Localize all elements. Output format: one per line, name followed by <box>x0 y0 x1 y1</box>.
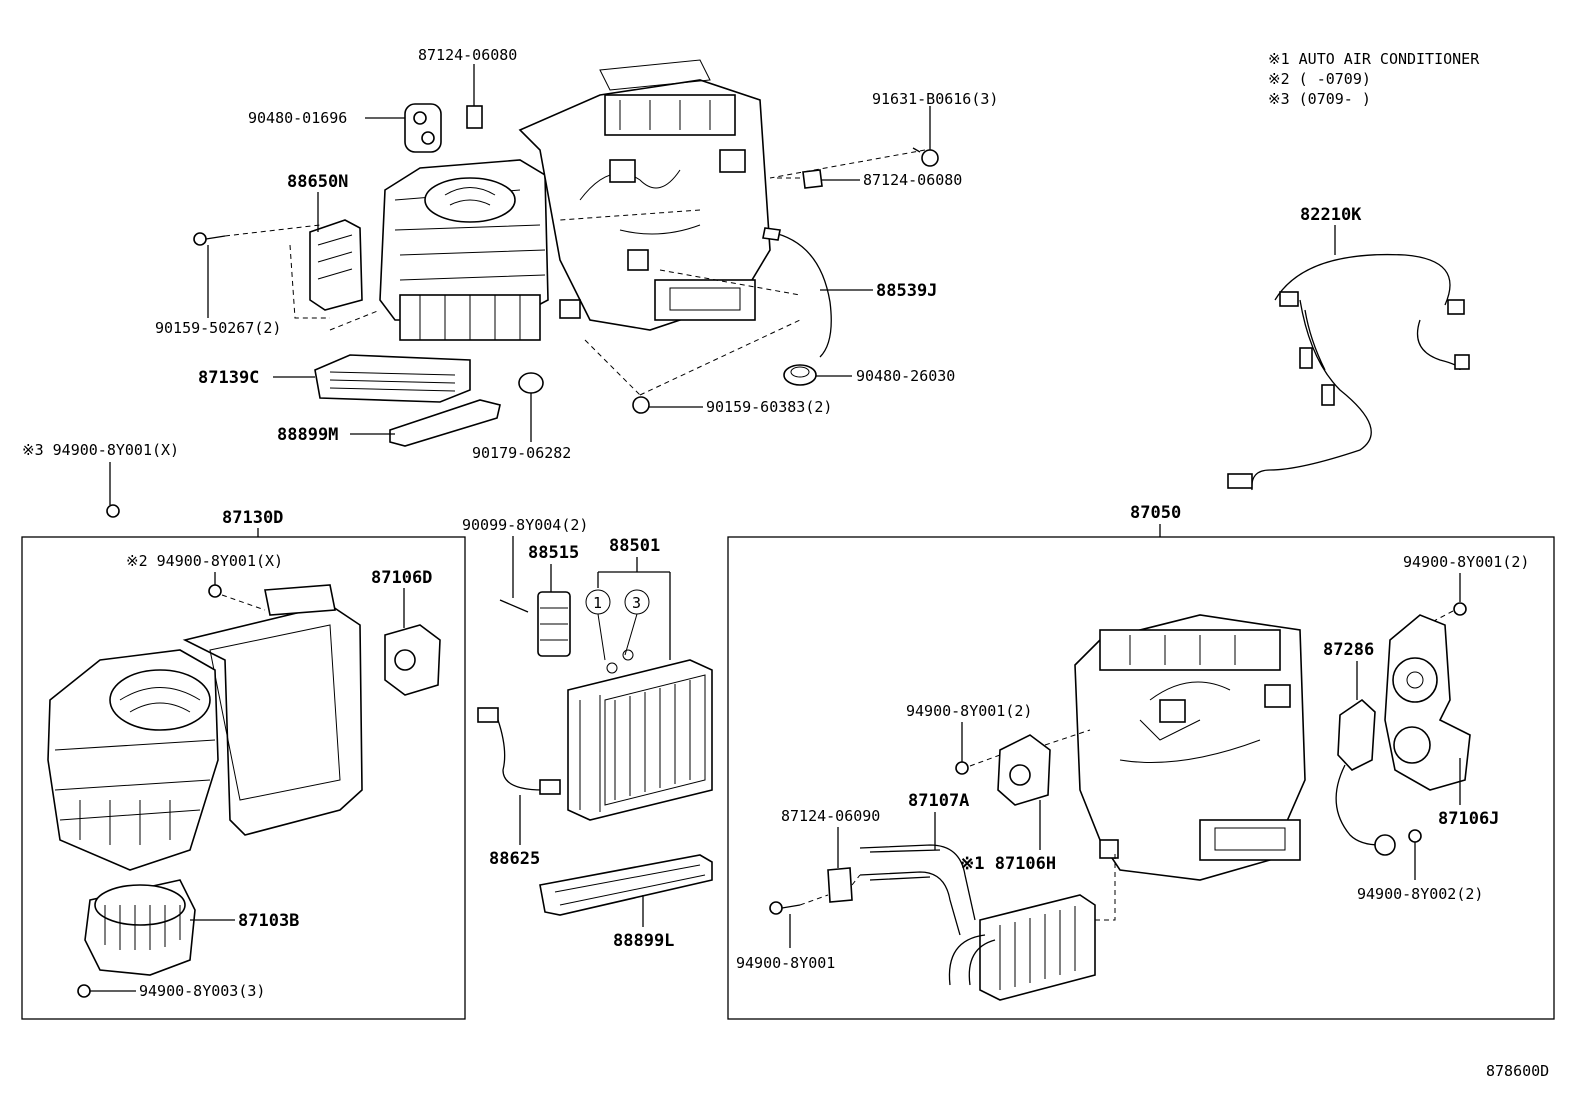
sensor-87286 <box>1335 698 1396 856</box>
part-94900-8y001-x3: ※3 94900-8Y001(X) <box>22 441 179 459</box>
wire-harness-82210k <box>1227 253 1470 491</box>
screw-94900-8y001-x3 <box>106 504 120 518</box>
pad-87124-06080-right <box>802 169 823 189</box>
part-87124-06080-top: 87124-06080 <box>418 46 517 64</box>
part-87106h: ※1 87106H <box>960 854 1056 874</box>
part-91631-b0616: 91631-B0616(3) <box>872 90 998 108</box>
heater-core-87107a <box>859 844 1096 1001</box>
screw-94900-8y001-2b <box>1453 602 1467 616</box>
clip-90179-06282 <box>518 372 544 394</box>
bolt-90099-8y004 <box>499 599 529 613</box>
part-90099-8y004: 90099-8Y004(2) <box>462 516 588 534</box>
screw-90159-60383 <box>632 396 650 414</box>
air-conditioning-unit-drawing <box>379 59 771 341</box>
part-94900-8y003: 94900-8Y003(3) <box>139 982 265 1000</box>
part-87124-06080-right: 87124-06080 <box>863 171 962 189</box>
evaporator-88501 <box>567 659 713 821</box>
heater-case-87050 <box>1074 614 1306 881</box>
group-box-87050 <box>727 536 1555 1020</box>
part-88515: 88515 <box>528 543 579 563</box>
diagram-id: 878600D <box>1486 1062 1549 1080</box>
blower-case-87130d <box>47 584 363 871</box>
screw-94900-8y003 <box>77 984 91 998</box>
sensor-88625 <box>477 707 561 795</box>
grommet-90480-01696 <box>404 103 442 153</box>
part-94900-8y001-2b: 94900-8Y001(2) <box>1403 553 1529 571</box>
screw-91631-b0616 <box>912 147 939 167</box>
part-87107a: 87107A <box>908 791 969 811</box>
part-87124-06090: 87124-06090 <box>781 807 880 825</box>
amplifier-88650n <box>309 219 363 311</box>
filter-87139c <box>314 354 471 403</box>
part-87286: 87286 <box>1323 640 1374 660</box>
case-cover-88899l <box>539 854 713 916</box>
servo-87106d <box>384 624 441 696</box>
clamp-87124-06090 <box>827 867 853 903</box>
part-88539j: 88539J <box>876 281 937 301</box>
part-90480-01696: 90480-01696 <box>248 109 347 127</box>
group-box-87130d <box>21 536 466 1020</box>
part-94900-8y002: 94900-8Y002(2) <box>1357 885 1483 903</box>
pad-87124-06080-top <box>466 105 483 129</box>
hose-88539j <box>769 231 832 358</box>
expansion-valve-88515 <box>537 591 571 657</box>
servo-87106h <box>997 734 1051 806</box>
screw-94900-8y002 <box>1408 829 1422 843</box>
part-94900-8y001-2a: 94900-8Y001(2) <box>906 702 1032 720</box>
callout-1-text: 1 <box>593 594 602 612</box>
legend-auto-ac: ※1 AUTO AIR CONDITIONER <box>1268 50 1480 68</box>
part-87103b: 87103B <box>238 911 299 931</box>
part-87130d: 87130D <box>222 508 283 528</box>
part-87050: 87050 <box>1130 503 1181 523</box>
grommet-90480-26030 <box>783 364 817 386</box>
part-88501: 88501 <box>609 536 660 556</box>
part-88899l: 88899L <box>613 931 674 951</box>
callout-3-text: 3 <box>632 594 641 612</box>
legend-until-0709: ※2 ( -0709) <box>1268 70 1371 88</box>
part-82210k: 82210K <box>1300 205 1362 225</box>
part-94900-8y001: 94900-8Y001 <box>736 954 835 972</box>
part-90159-60383: 90159-60383(2) <box>706 398 832 416</box>
part-88650n: 88650N <box>287 172 348 192</box>
part-94900-8y001-x2: ※2 94900-8Y001(X) <box>126 552 283 570</box>
part-90179-06282: 90179-06282 <box>472 444 571 462</box>
cover-88899m <box>389 399 501 447</box>
part-87106j: 87106J <box>1438 809 1499 829</box>
screw-90159-50267 <box>193 232 226 246</box>
part-87139c: 87139C <box>198 368 259 388</box>
screw-94900-8y001-x2 <box>208 584 222 598</box>
screw-94900-8y001-2a <box>955 761 969 775</box>
part-90480-26030: 90480-26030 <box>856 367 955 385</box>
part-90159-50267: 90159-50267(2) <box>155 319 281 337</box>
part-88625: 88625 <box>489 849 540 869</box>
part-88899m: 88899M <box>277 425 338 445</box>
blower-motor-87103b <box>84 879 196 976</box>
screw-94900-8y001 <box>769 901 783 915</box>
part-87106d: 87106D <box>371 568 432 588</box>
servo-87106j <box>1384 614 1471 791</box>
legend-from-0709: ※3 (0709- ) <box>1268 90 1371 108</box>
